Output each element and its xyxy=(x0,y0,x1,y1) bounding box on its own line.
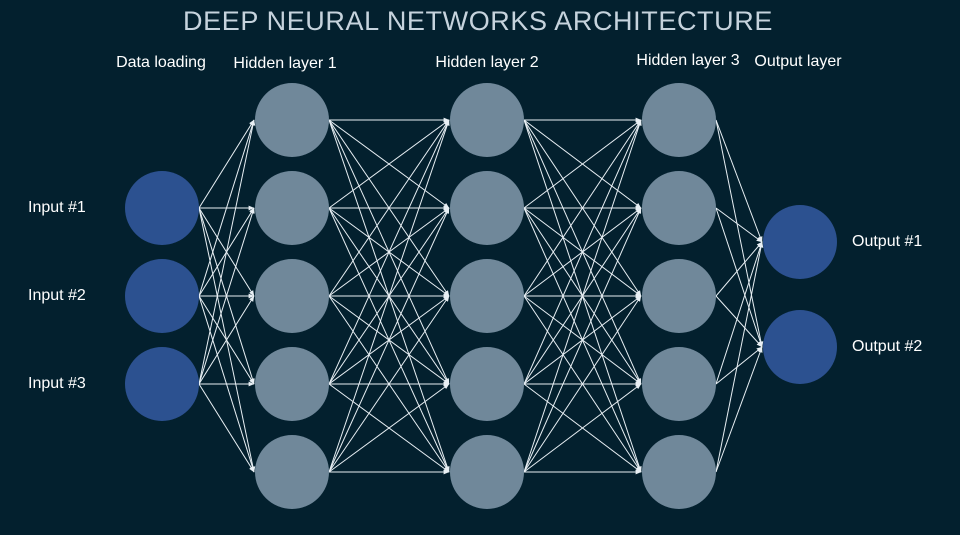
connection-edge xyxy=(523,119,642,473)
connection-edge xyxy=(715,207,763,243)
connection-edge xyxy=(523,207,642,473)
input-label-1: Input #1 xyxy=(28,199,86,216)
node-hidden-3-5 xyxy=(642,435,716,509)
layer-label-hidden-3: Hidden layer 3 xyxy=(636,52,740,69)
connection-edge xyxy=(523,119,642,385)
node-output-2 xyxy=(763,310,837,384)
node-hidden-1-5 xyxy=(255,435,329,509)
connection-edge xyxy=(198,295,255,385)
connection-edge xyxy=(523,383,642,473)
node-data-loading-1 xyxy=(125,171,199,245)
node-hidden-1-1 xyxy=(255,83,329,157)
node-hidden-3-1 xyxy=(642,83,716,157)
connection-edge xyxy=(198,119,255,297)
node-hidden-1-3 xyxy=(255,259,329,333)
connection-edge xyxy=(198,119,256,385)
connection-edge xyxy=(715,241,763,297)
node-hidden-1-2 xyxy=(255,171,329,245)
connection-edge xyxy=(198,119,255,209)
connection-edge xyxy=(328,119,450,209)
connection-edge xyxy=(715,346,763,473)
connection-edge xyxy=(715,241,764,473)
connection-edge xyxy=(328,295,450,473)
connection-edge xyxy=(715,119,764,348)
connection-edge xyxy=(715,241,763,385)
node-hidden-2-5 xyxy=(450,435,524,509)
connection-edge xyxy=(715,207,763,348)
connection-edge xyxy=(328,119,450,297)
connection-edge xyxy=(715,119,763,243)
diagram-title: DEEP NEURAL NETWORKS ARCHITECTURE xyxy=(183,6,773,36)
node-hidden-2-2 xyxy=(450,171,524,245)
input-label-3: Input #3 xyxy=(28,375,86,392)
connection-edge xyxy=(198,207,255,385)
node-hidden-2-3 xyxy=(450,259,524,333)
connection-edge xyxy=(328,383,450,473)
layer-label-output: Output layer xyxy=(754,53,842,70)
output-label-1: Output #1 xyxy=(852,233,923,250)
input-label-2: Input #2 xyxy=(28,287,86,304)
node-hidden-2-4 xyxy=(450,347,524,421)
connections-group xyxy=(198,117,764,475)
connection-edge xyxy=(523,295,642,473)
connection-edge xyxy=(523,119,642,297)
layer-label-hidden-1: Hidden layer 1 xyxy=(233,55,337,72)
connection-edge xyxy=(328,119,450,385)
node-hidden-3-3 xyxy=(642,259,716,333)
connection-edge xyxy=(328,207,450,473)
connection-edge xyxy=(715,346,763,385)
nodes-group xyxy=(125,83,837,509)
node-hidden-1-4 xyxy=(255,347,329,421)
node-data-loading-2 xyxy=(125,259,199,333)
node-data-loading-3 xyxy=(125,347,199,421)
connection-edge xyxy=(328,119,450,473)
node-hidden-3-4 xyxy=(642,347,716,421)
node-output-1 xyxy=(763,205,837,279)
node-hidden-2-1 xyxy=(450,83,524,157)
layer-label-hidden-2: Hidden layer 2 xyxy=(435,54,539,71)
connection-edge xyxy=(198,383,255,473)
connection-edge xyxy=(715,295,763,348)
connection-edge xyxy=(523,119,642,209)
output-label-2: Output #2 xyxy=(852,338,923,355)
node-hidden-3-2 xyxy=(642,171,716,245)
layer-label-data-loading: Data loading xyxy=(116,54,206,71)
